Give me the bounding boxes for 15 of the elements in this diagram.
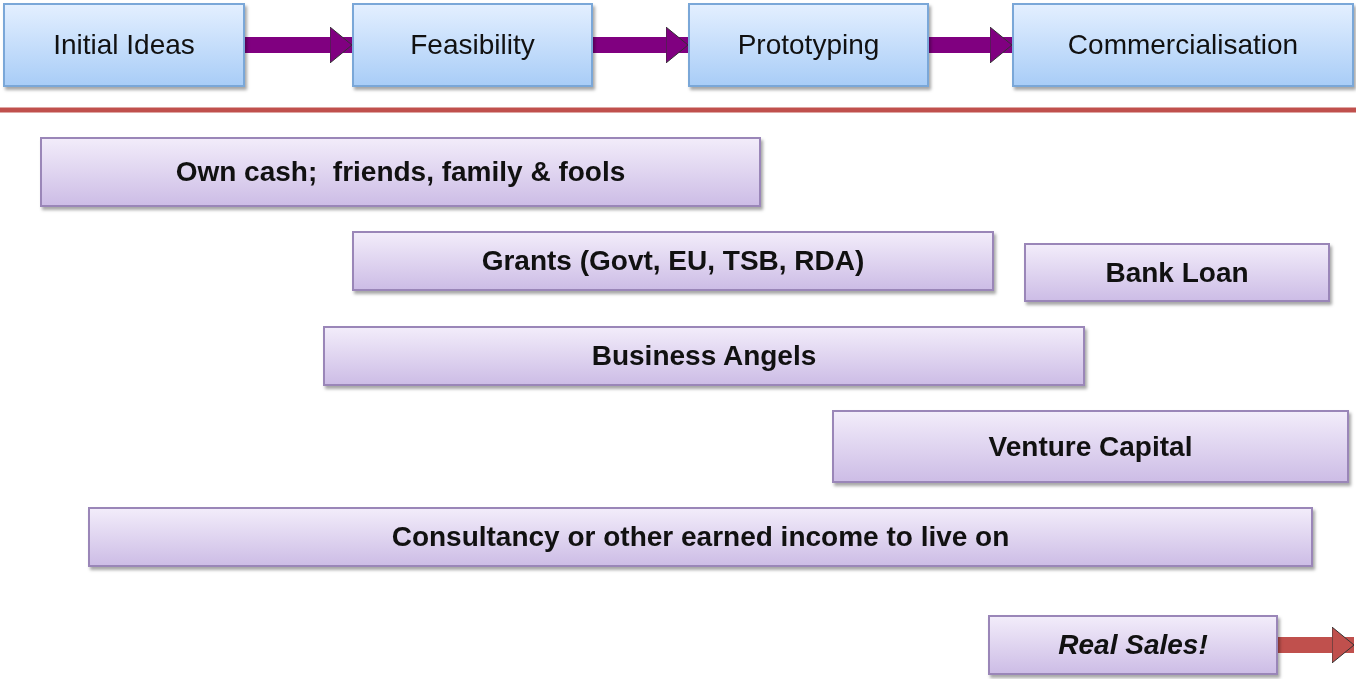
arrow	[1278, 626, 1355, 664]
funding-bar: Bank Loan	[1024, 243, 1330, 302]
arrow	[929, 26, 1013, 64]
funding-bar: Own cash; friends, family & fools	[40, 137, 761, 207]
stage-box: Initial Ideas	[3, 3, 245, 87]
arrow	[593, 26, 689, 64]
stage-box: Commercialisation	[1012, 3, 1354, 87]
funding-bar: Business Angels	[323, 326, 1085, 386]
funding-bar: Venture Capital	[832, 410, 1349, 483]
arrow	[245, 26, 353, 64]
stage-box: Feasibility	[352, 3, 593, 87]
funding-bar: Consultancy or other earned income to live on	[88, 507, 1313, 567]
funding-bar: Grants (Govt, EU, TSB, RDA)	[352, 231, 994, 291]
stage-box: Prototyping	[688, 3, 929, 87]
funding-bar: Real Sales!	[988, 615, 1278, 675]
